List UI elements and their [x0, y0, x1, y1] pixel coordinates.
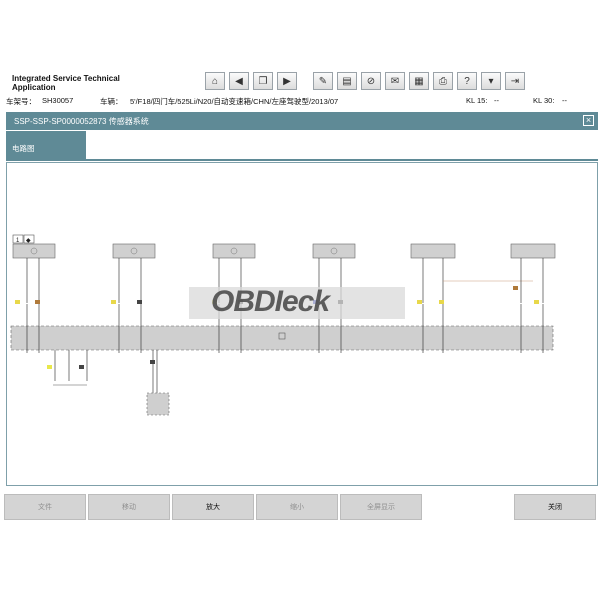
lower-branch-right — [146, 350, 170, 416]
tab-wiring-diagram[interactable]: 电路图 — [6, 131, 86, 160]
dropdown-icon[interactable]: ▾ — [481, 72, 501, 90]
bottom-button-bar: 文件 移动 放大 缩小 全屏显示 关闭 — [4, 494, 596, 520]
connector-bus — [10, 304, 554, 353]
sensor-module-2 — [111, 243, 156, 304]
vehicle-label: 车辆： — [100, 97, 123, 106]
window-title-bar: SSP-SSP-SP0000052873 传感器系统 × — [6, 112, 598, 130]
tab-label: 电路图 — [12, 144, 35, 153]
forward-icon[interactable]: ▶ — [277, 72, 297, 90]
zoom-box-1: 1 — [16, 238, 20, 244]
zoom-box-2: ◆ — [26, 238, 31, 244]
fullscreen-button[interactable]: 全屏显示 — [340, 494, 422, 520]
home-icon[interactable]: ⌂ — [205, 72, 225, 90]
documents-icon[interactable]: ❐ — [253, 72, 273, 90]
vehicle-value: 5'/F18/四门车/525Li/N20/自动变速箱/CHN/左座驾驶型/201… — [130, 97, 339, 106]
close-button[interactable]: 关闭 — [514, 494, 596, 520]
sensor-module-1 — [12, 243, 56, 304]
close-icon[interactable]: × — [583, 115, 594, 126]
wrench-icon[interactable]: ✎ — [313, 72, 333, 90]
tab-underline — [6, 159, 598, 161]
main-toolbar: ⌂ ◀ ❐ ▶ ✎ ▤ ⊘ ✉ ▦ ⎙ ? ▾ ⇥ — [205, 72, 525, 92]
vehicle-info-bar: 车架号： SH30057 车辆： 5'/F18/四门车/525Li/N20/自动… — [0, 95, 600, 107]
zoom-in-button[interactable]: 放大 — [172, 494, 254, 520]
help-icon[interactable]: ? — [457, 72, 477, 90]
watermark-text: OBDIeck — [211, 285, 331, 318]
kl30-label: KL 30: — [533, 96, 555, 105]
wiring-diagram: 1 ◆ — [10, 234, 556, 416]
chassis-label: 车架号： — [6, 97, 36, 106]
wiring-diagram-viewport[interactable]: 1 ◆ — [6, 162, 598, 486]
connection-icon[interactable]: ⊘ — [361, 72, 381, 90]
back-icon[interactable]: ◀ — [229, 72, 249, 90]
kl30-value: -- — [562, 96, 567, 105]
printer-icon[interactable]: ⎙ — [433, 72, 453, 90]
kl15-label: KL 15: — [466, 96, 488, 105]
file-button[interactable]: 文件 — [4, 494, 86, 520]
exit-icon[interactable]: ⇥ — [505, 72, 525, 90]
lower-branch-left — [47, 350, 88, 386]
database-icon[interactable]: ▦ — [409, 72, 429, 90]
kl15-value: -- — [494, 96, 499, 105]
zoom-out-button[interactable]: 缩小 — [256, 494, 338, 520]
app-title: Integrated Service Technical Application — [12, 74, 120, 92]
window-title: SSP-SSP-SP0000052873 传感器系统 — [14, 117, 149, 126]
id-card-icon[interactable]: ▤ — [337, 72, 357, 90]
chassis-value: SH30057 — [42, 96, 74, 105]
sensor-module-6 — [510, 243, 556, 304]
empty-button-slot — [430, 494, 512, 520]
sensor-module-5 — [410, 243, 533, 304]
diagram-zoom-controls[interactable]: 1 ◆ — [12, 234, 35, 244]
mail-icon[interactable]: ✉ — [385, 72, 405, 90]
move-button[interactable]: 移动 — [88, 494, 170, 520]
